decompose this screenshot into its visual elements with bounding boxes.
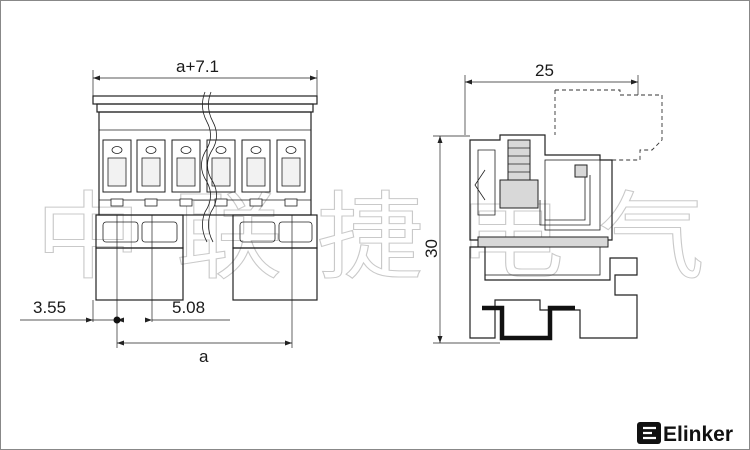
base-plate <box>477 236 609 248</box>
screw-clamp <box>499 179 539 209</box>
front-view: a+7.1 3.55 5.08 a <box>20 57 318 366</box>
contact-spring <box>539 175 591 226</box>
terminal-opening <box>136 139 166 207</box>
dim-label-bottom: a <box>199 347 209 366</box>
housing-top <box>92 95 318 105</box>
terminal-opening <box>102 139 132 207</box>
screw <box>507 139 531 181</box>
housing-body <box>98 111 312 216</box>
mounting-foot <box>469 246 638 339</box>
plug-outline-dashed <box>555 89 663 161</box>
terminal-opening <box>206 139 236 207</box>
din-rail <box>482 305 575 341</box>
side-view: 25 30 <box>422 61 663 344</box>
datum-point <box>113 316 121 324</box>
terminal-opening <box>276 139 306 207</box>
dim-label-height: 30 <box>422 239 441 258</box>
break-line-left <box>201 91 211 243</box>
elinker-logo-icon <box>637 422 661 444</box>
terminal-opening <box>241 139 271 207</box>
break-line-right <box>207 91 217 243</box>
terminal-opening <box>171 139 201 207</box>
dim-label-top: a+7.1 <box>176 57 219 76</box>
dim-label-pitch: 5.08 <box>172 298 205 317</box>
terminal-openings <box>102 139 306 207</box>
brand-name: Elinker <box>663 423 733 446</box>
brand-logo: Elinker <box>637 422 733 446</box>
dim-label-offset: 3.55 <box>33 298 66 317</box>
dim-label-width: 25 <box>535 61 554 80</box>
